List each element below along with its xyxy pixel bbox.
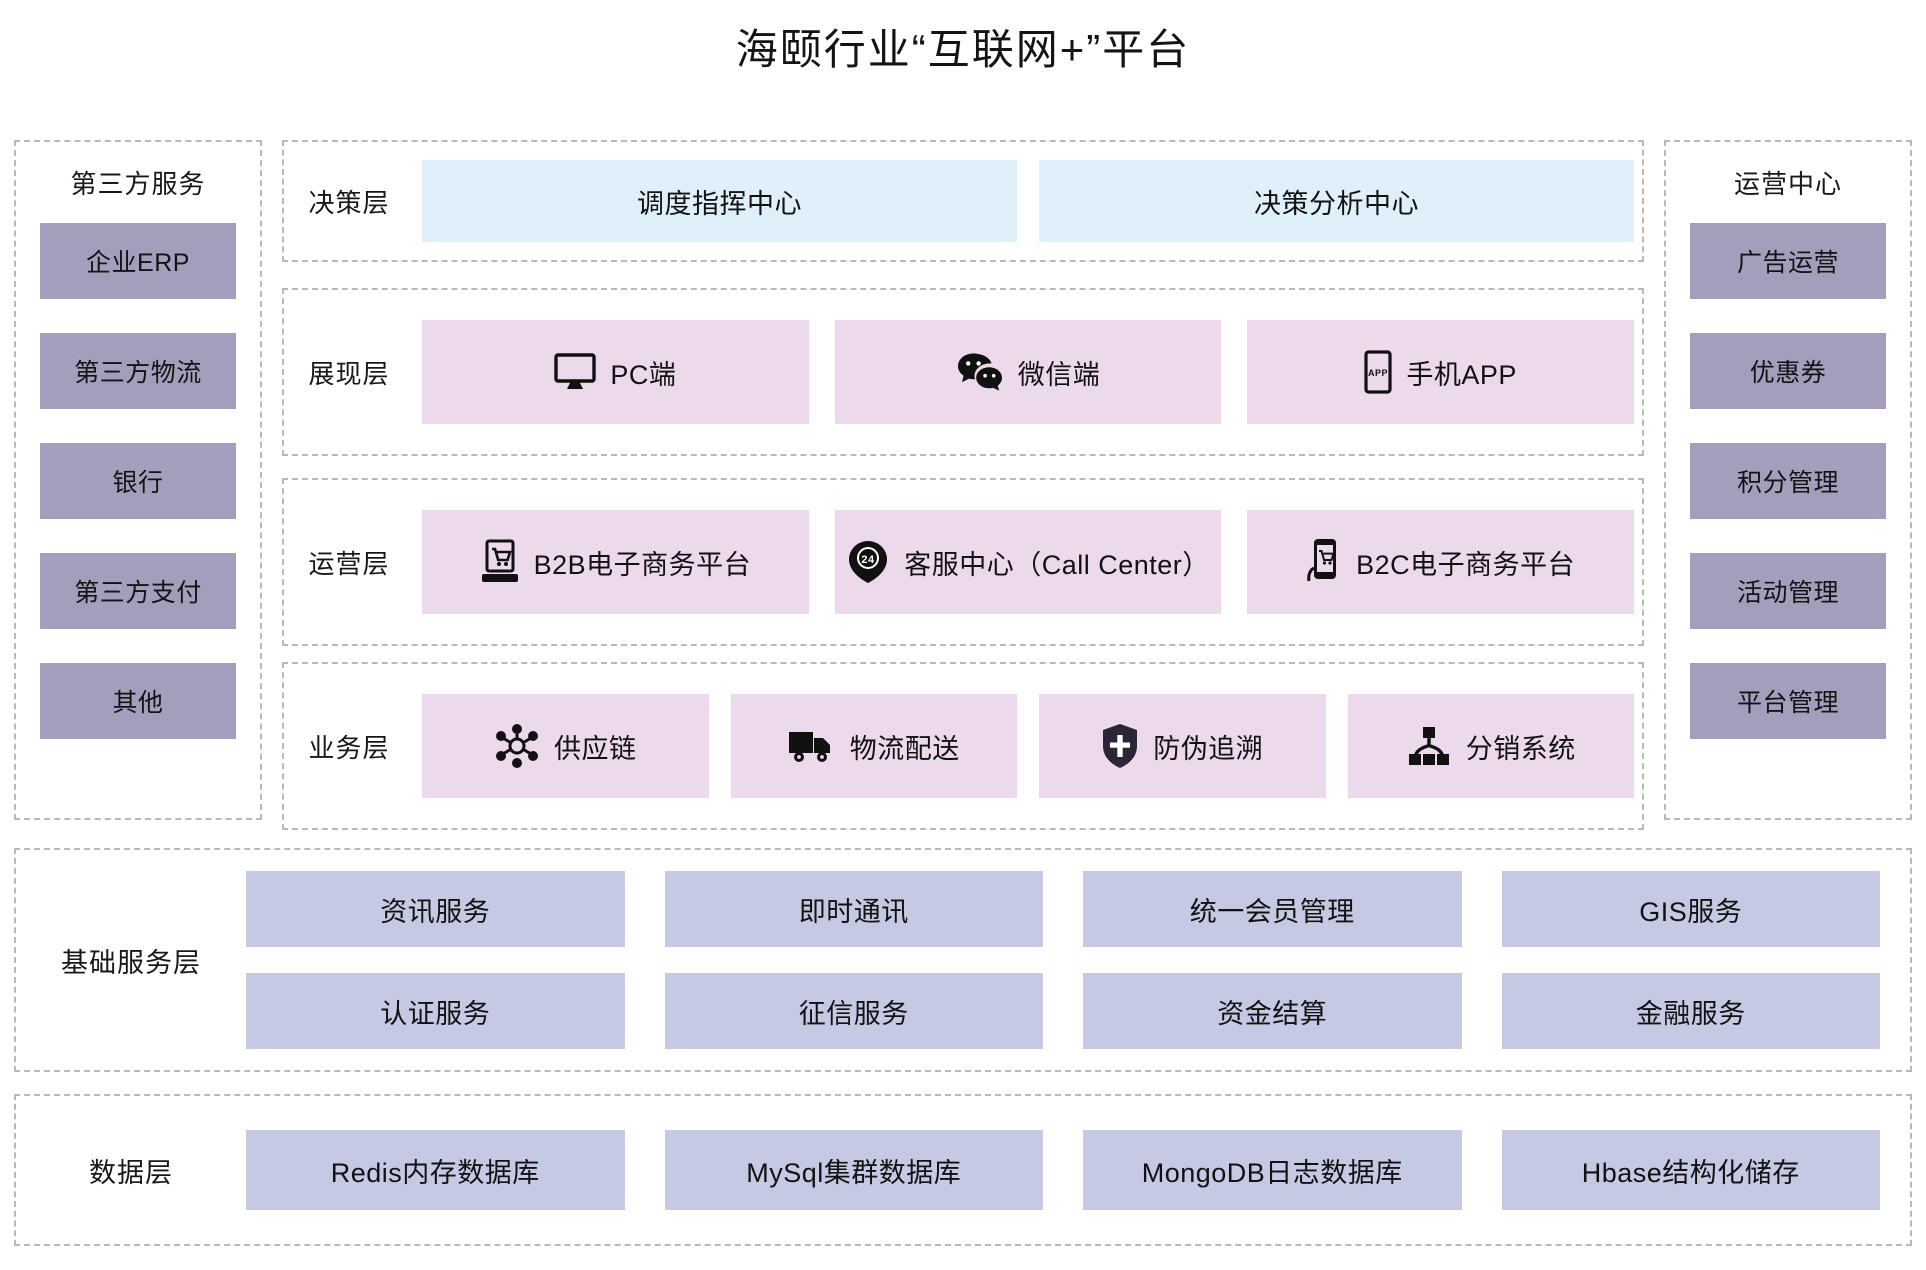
monitor-icon [554,352,597,392]
phone-24h-icon: 24 [846,539,890,585]
left-panel-third-party-services: 第三方服务 企业ERP 第三方物流 银行 第三方支付 其他 [14,140,262,820]
cell-logistics-delivery[interactable]: 物流配送 [730,694,1017,798]
cell-pc-terminal[interactable]: PC端 [422,320,809,424]
mobile-cart-icon [1306,538,1342,586]
cell-b2b-ecommerce-platform[interactable]: B2B电子商务平台 [422,510,809,614]
layer-band-business: 业务层 [282,662,1644,830]
mobile-app-icon: APP [1364,350,1393,394]
right-panel-operation-center: 运营中心 广告运营 优惠券 积分管理 活动管理 平台管理 [1664,140,1912,820]
cell-b2c-ecommerce-platform[interactable]: B2C电子商务平台 [1247,510,1635,614]
side-box-bank[interactable]: 银行 [40,443,236,519]
service-box-financial-service[interactable]: 金融服务 [1501,973,1880,1049]
page-title: 海颐行业“互联网+”平台 [735,26,1191,73]
cell-label: 手机APP [1406,359,1517,390]
cell-decision-analysis-center[interactable]: 决策分析中心 [1039,160,1634,242]
side-box-activity-management[interactable]: 活动管理 [1690,553,1886,629]
cell-label: PC端 [610,359,677,390]
side-box-ad-operations[interactable]: 广告运营 [1690,223,1886,299]
layer-band-presentation: 展现层 PC端 [282,288,1644,456]
data-box-redis[interactable]: Redis内存数据库 [246,1130,625,1210]
cell-label: 微信端 [1017,359,1101,390]
cell-label: 防伪追溯 [1153,733,1264,764]
cell-label: B2B电子商务平台 [533,549,752,580]
cell-wechat-terminal[interactable]: 微信端 [834,320,1222,424]
cell-label: 决策分析中心 [1254,188,1419,219]
side-box-other[interactable]: 其他 [40,663,236,739]
layer-label-base-service: 基础服务层 [61,947,201,978]
cell-label: 客服中心（Call Center） [904,549,1210,580]
side-box-third-party-logistics[interactable]: 第三方物流 [40,333,236,409]
shield-icon [1101,723,1139,769]
layer-label-business: 业务层 [308,732,390,763]
layer-label-operation: 运营层 [308,548,390,579]
side-box-coupon[interactable]: 优惠券 [1690,333,1886,409]
service-box-authentication[interactable]: 认证服务 [246,973,625,1049]
cart-laptop-icon [480,539,520,585]
layer-label-presentation: 展现层 [308,358,390,389]
side-box-points-management[interactable]: 积分管理 [1690,443,1886,519]
data-box-mysql[interactable]: MySql集群数据库 [664,1130,1043,1210]
service-box-instant-messaging[interactable]: 即时通讯 [664,871,1043,947]
cell-label: 物流配送 [849,733,960,764]
layer-label-decision: 决策层 [308,187,390,218]
truck-icon [788,728,836,764]
cell-anti-counterfeit-trace[interactable]: 防伪追溯 [1039,694,1326,798]
service-box-fund-settlement[interactable]: 资金结算 [1083,973,1462,1049]
side-box-platform-management[interactable]: 平台管理 [1690,663,1886,739]
layer-band-data: 数据层 Redis内存数据库 MySql集群数据库 MongoDB日志数据库 H… [14,1094,1912,1246]
svg-text:24: 24 [862,554,876,566]
distribution-tree-icon [1406,725,1452,767]
layer-band-base-service: 基础服务层 资讯服务 即时通讯 统一会员管理 GIS服务 认证服务 征信服务 资… [14,848,1912,1072]
data-box-mongodb[interactable]: MongoDB日志数据库 [1083,1130,1462,1210]
service-box-credit-reporting[interactable]: 征信服务 [664,973,1043,1049]
right-panel-title: 运营中心 [1733,169,1842,199]
cell-supply-chain[interactable]: 供应链 [422,694,709,798]
cell-label: 分销系统 [1465,733,1576,764]
cell-label: 供应链 [554,733,637,764]
service-box-news-service[interactable]: 资讯服务 [246,871,625,947]
side-box-enterprise-erp[interactable]: 企业ERP [40,223,236,299]
layer-band-operation: 运营层 B2B电子商务平台 [282,478,1644,646]
data-box-hbase[interactable]: Hbase结构化储存 [1501,1130,1880,1210]
wechat-icon [956,351,1004,393]
network-hub-icon [494,724,540,768]
cell-customer-service-center[interactable]: 24 客服中心（Call Center） [834,510,1222,614]
svg-text:APP: APP [1368,368,1388,378]
side-box-third-party-payment[interactable]: 第三方支付 [40,553,236,629]
cell-mobile-app[interactable]: APP 手机APP [1247,320,1635,424]
left-panel-title: 第三方服务 [70,169,206,199]
service-box-unified-member-mgmt[interactable]: 统一会员管理 [1083,871,1462,947]
layer-band-decision: 决策层 调度指挥中心 决策分析中心 [282,140,1644,262]
service-box-gis-service[interactable]: GIS服务 [1501,871,1880,947]
cell-label: B2C电子商务平台 [1356,549,1576,580]
cell-distribution-system[interactable]: 分销系统 [1347,694,1634,798]
layer-label-data: 数据层 [89,1157,173,1188]
cell-label: 调度指挥中心 [637,188,802,219]
cell-dispatch-command-center[interactable]: 调度指挥中心 [422,160,1017,242]
